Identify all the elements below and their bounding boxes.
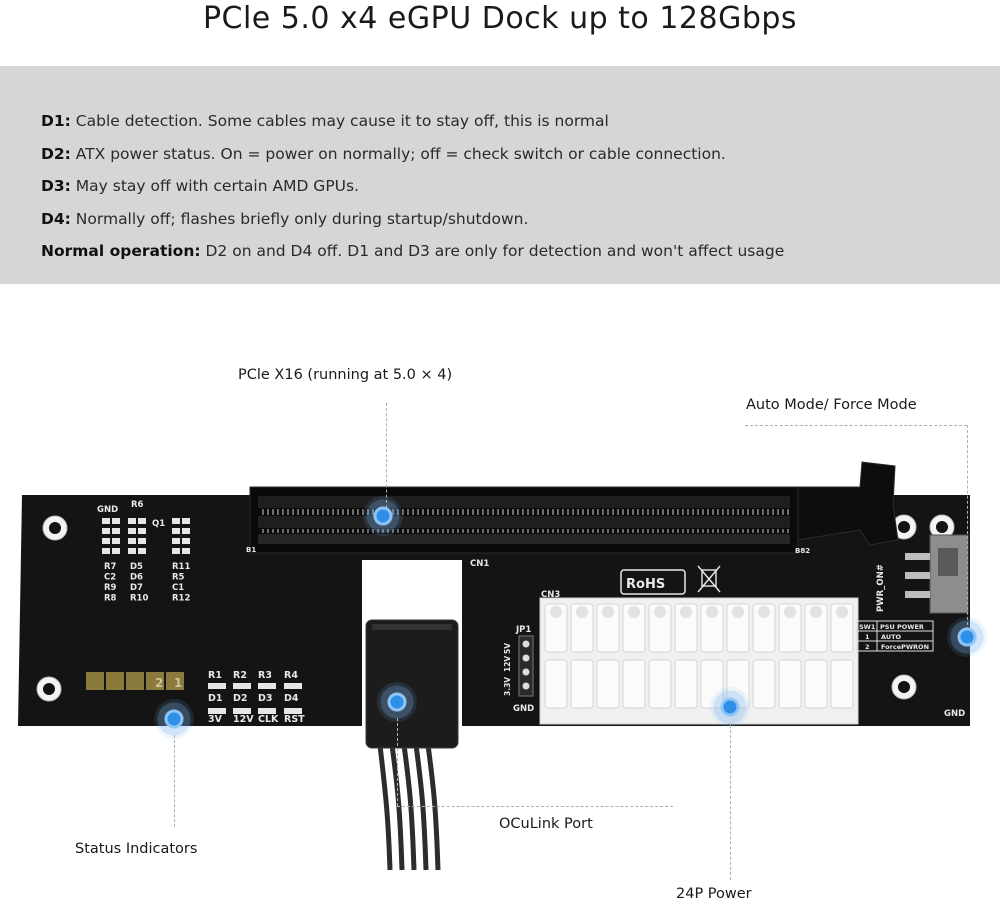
oculink-cable xyxy=(377,744,441,871)
weee-icon xyxy=(697,565,721,593)
status-marker xyxy=(154,699,194,739)
component-label: D7 xyxy=(130,583,143,593)
component-label: R10 xyxy=(130,594,148,604)
note-line: D1: Cable detection. Some cables may cau… xyxy=(41,112,609,130)
note-text: D2 on and D4 off. D1 and D3 are only for… xyxy=(200,242,785,260)
sw-table-row1-a: 1 xyxy=(865,633,870,641)
component-label: R9 xyxy=(104,583,117,593)
led-label: 3V xyxy=(208,714,223,725)
mode-marker xyxy=(947,617,987,657)
note-key: Normal operation: xyxy=(41,242,201,260)
pcie-callout: PCle X16 (running at 5.0 × 4) xyxy=(238,367,453,383)
oculink-callout: OCuLink Port xyxy=(499,816,593,832)
jp1-label: JP1 xyxy=(515,625,531,635)
oculink-leader-v xyxy=(397,718,398,806)
component-label: R8 xyxy=(104,594,117,604)
b1-label: B1 xyxy=(246,546,256,554)
atx-24p-connector xyxy=(539,597,859,725)
note-key: D4: xyxy=(41,209,71,228)
sw-table-row1-b: AUTO xyxy=(881,633,902,641)
oculink-marker xyxy=(377,682,417,722)
led-label: CLK xyxy=(258,714,279,725)
led-label: D3 xyxy=(258,693,273,704)
component-label: C1 xyxy=(172,583,184,593)
mode-callout: Auto Mode/ Force Mode xyxy=(746,397,917,413)
q1-label: Q1 xyxy=(152,519,165,529)
gnd-right-label: GND xyxy=(944,709,965,719)
gold-pads xyxy=(86,672,184,690)
status-callout: Status Indicators xyxy=(75,841,198,857)
note-line: Normal operation: D2 on and D4 off. D1 a… xyxy=(41,242,784,260)
note-text: May stay off with certain AMD GPUs. xyxy=(70,177,360,195)
led-label: R1 xyxy=(208,670,222,681)
notes-panel xyxy=(0,66,1000,284)
jp1-pin-12v: 12V xyxy=(503,656,512,672)
note-text: Normally off; flashes briefly only durin… xyxy=(70,209,529,228)
cn1-label: CN1 xyxy=(470,559,489,569)
power-marker xyxy=(710,687,750,727)
gnd-top-label: GND xyxy=(97,505,118,515)
sw-table-head-b: PSU POWER xyxy=(880,623,924,631)
sw-table-head-a: SW1 xyxy=(859,623,876,631)
led-label: D4 xyxy=(284,693,299,704)
component-label: D6 xyxy=(130,573,143,583)
sw-table-row2-b: ForcePWRON xyxy=(881,643,929,651)
oculink-leader-h xyxy=(397,806,673,807)
page-title: PCle 5.0 x4 eGPU Dock up to 128Gbps xyxy=(202,1,798,36)
component-label: R12 xyxy=(172,594,190,604)
led-label: R2 xyxy=(233,670,247,681)
pad-number-2: 2 xyxy=(155,676,163,690)
cn3-label: CN3 xyxy=(541,590,560,600)
r6-label: R6 xyxy=(131,500,144,510)
pcie-leader xyxy=(386,403,387,513)
jp1-pin-5v: 5V xyxy=(503,643,512,654)
led-label: D1 xyxy=(208,693,223,704)
pad-number-1: 1 xyxy=(174,676,182,690)
status-leader xyxy=(174,735,175,827)
note-key: D1: xyxy=(41,112,71,130)
pwr-on-label: PWR_ON# xyxy=(876,564,886,612)
led-label: 12V xyxy=(233,714,254,725)
mode-switch xyxy=(905,534,969,614)
jp1-pin-3v3: 3.3V xyxy=(503,677,512,696)
led-label: RST xyxy=(284,714,305,725)
oculink-connector xyxy=(365,619,459,749)
gnd-jp-label: GND xyxy=(513,704,534,714)
b82-label: B82 xyxy=(795,547,810,555)
note-line: D2: ATX power status. On = power on norm… xyxy=(41,145,726,163)
component-label: D5 xyxy=(130,562,143,572)
power-leader xyxy=(730,725,731,880)
slot-latch xyxy=(797,461,899,546)
mode-leader-h xyxy=(745,425,967,426)
note-key: D2: xyxy=(41,144,71,163)
component-label: C2 xyxy=(104,573,116,583)
component-label: R7 xyxy=(104,562,117,572)
pcie-slot xyxy=(249,486,799,554)
note-text: Cable detection. Some cables may cause i… xyxy=(70,112,609,130)
note-line: D4: Normally off; flashes briefly only d… xyxy=(41,210,528,228)
note-text: ATX power status. On = power on normally… xyxy=(70,144,726,163)
led-label: R4 xyxy=(284,670,298,681)
note-key: D3: xyxy=(41,177,71,195)
note-line: D3: May stay off with certain AMD GPUs. xyxy=(41,177,359,195)
led-label: D2 xyxy=(233,693,248,704)
component-label: R5 xyxy=(172,573,185,583)
component-label: R11 xyxy=(172,562,190,572)
rohs-label: RoHS xyxy=(626,577,665,592)
sw-table-row2-a: 2 xyxy=(865,643,870,651)
pcie-marker xyxy=(363,496,403,536)
mode-leader-v xyxy=(967,425,968,635)
led-label: R3 xyxy=(258,670,272,681)
power-callout: 24P Power xyxy=(676,886,752,902)
